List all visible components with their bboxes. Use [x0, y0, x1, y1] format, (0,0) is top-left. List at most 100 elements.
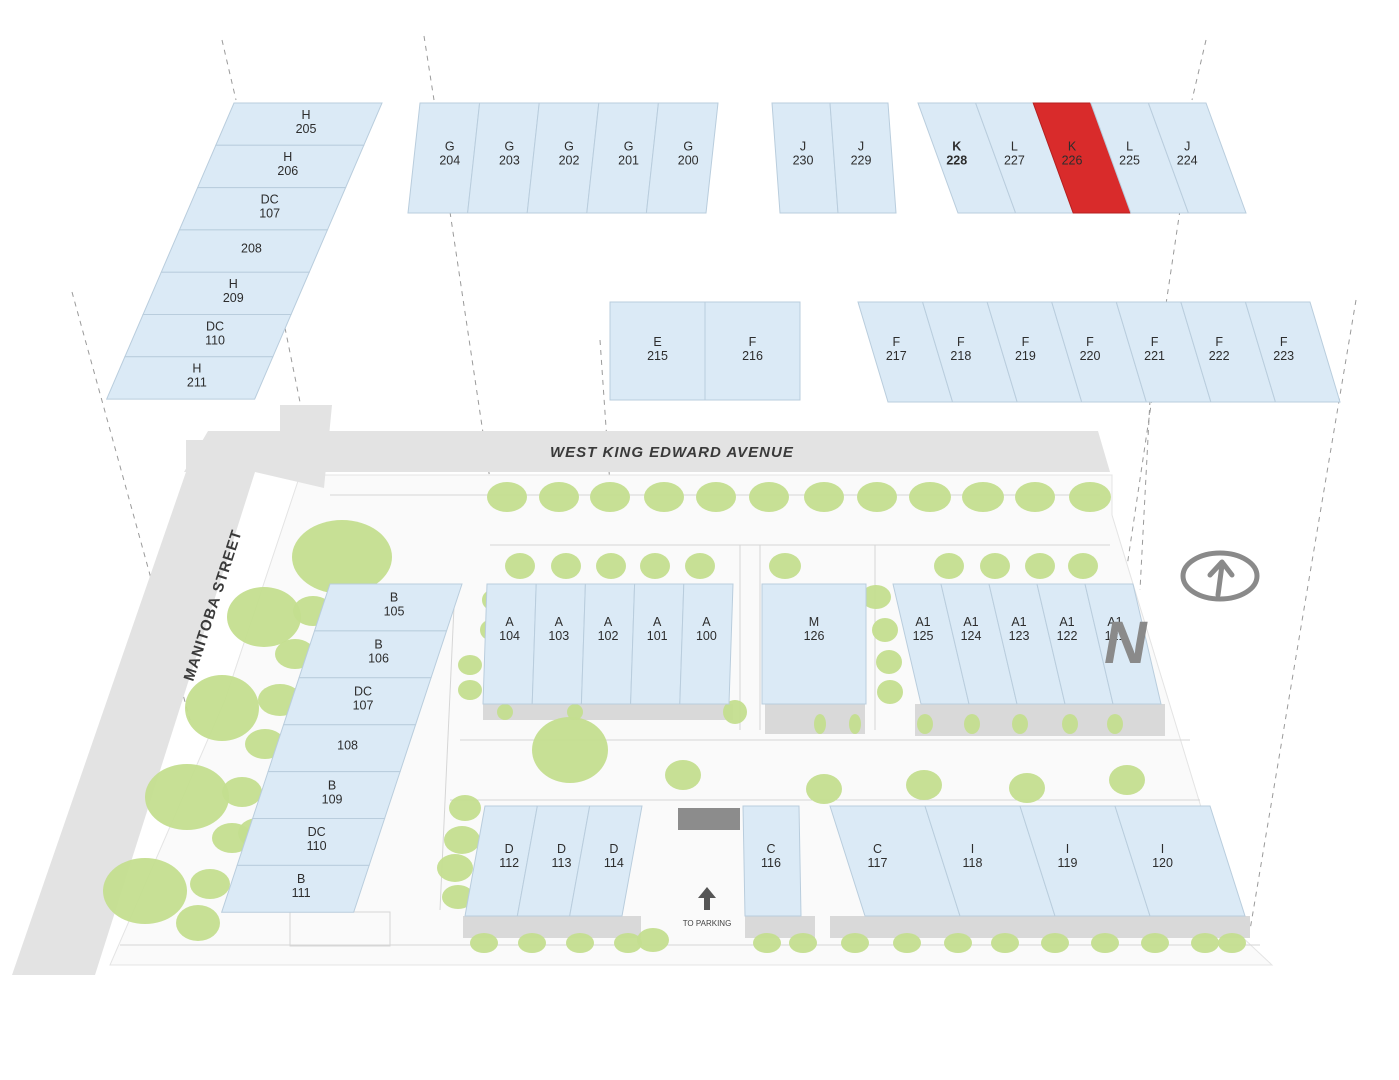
unit-a-104[interactable] — [482, 583, 537, 705]
tree — [841, 933, 869, 953]
tree — [749, 482, 789, 512]
unit-dc-110[interactable] — [124, 314, 292, 358]
to-parking-marker: TO PARKING — [683, 887, 732, 928]
tree — [876, 650, 902, 674]
unit-a-103[interactable] — [531, 583, 586, 705]
tree — [590, 482, 630, 512]
tree — [551, 553, 581, 579]
tree — [804, 482, 844, 512]
unit-g-202[interactable] — [526, 102, 600, 214]
tree — [103, 858, 187, 924]
unit-h-206[interactable] — [196, 144, 365, 189]
unit-e-215[interactable] — [609, 301, 706, 401]
up-arrow-icon — [698, 887, 716, 910]
tree — [176, 905, 220, 941]
tree — [1091, 933, 1119, 953]
tree — [190, 869, 230, 899]
unit-b-105[interactable] — [313, 583, 463, 632]
unit-a-101[interactable] — [630, 583, 685, 705]
tree — [185, 675, 259, 741]
unit-dc-107[interactable] — [178, 187, 347, 231]
tree — [665, 760, 701, 790]
tree — [1009, 773, 1045, 803]
tree — [769, 553, 801, 579]
tree — [614, 933, 642, 953]
tree — [566, 933, 594, 953]
garage-strips — [463, 704, 1250, 938]
unit-208[interactable] — [160, 229, 329, 273]
unit-dc-107[interactable] — [282, 677, 432, 726]
tree — [212, 823, 252, 853]
tree — [1141, 933, 1169, 953]
unit-h-205[interactable] — [215, 102, 383, 146]
unit-g-201[interactable] — [586, 102, 659, 214]
tree — [444, 826, 480, 854]
unit-108[interactable] — [267, 724, 417, 773]
unit-h-209[interactable] — [142, 271, 311, 315]
tree — [518, 933, 546, 953]
unit-b-111[interactable] — [220, 864, 370, 913]
tree — [437, 854, 473, 882]
unit-g-200[interactable] — [645, 102, 719, 214]
unit-b-106[interactable] — [298, 630, 448, 679]
tree — [814, 714, 826, 734]
tree — [539, 482, 579, 512]
tree — [596, 553, 626, 579]
unit-a-102[interactable] — [580, 583, 636, 705]
tree — [1068, 553, 1098, 579]
unit-dc-110[interactable] — [236, 818, 386, 866]
tree — [723, 700, 747, 724]
unit-b-109[interactable] — [251, 771, 401, 819]
tree — [906, 770, 942, 800]
tree — [685, 553, 715, 579]
tree — [470, 933, 498, 953]
tree — [1062, 714, 1078, 734]
unit-j-230[interactable] — [771, 102, 839, 214]
tree — [789, 933, 817, 953]
tree — [872, 618, 898, 642]
to-parking-label: TO PARKING — [683, 919, 732, 928]
tree — [505, 553, 535, 579]
tree — [857, 482, 897, 512]
tree — [567, 704, 583, 720]
unit-a1-121[interactable] — [1084, 583, 1162, 705]
tree — [1025, 553, 1055, 579]
tree — [644, 482, 684, 512]
tree — [449, 795, 481, 821]
tree — [1069, 482, 1111, 512]
unit-j-229[interactable] — [829, 102, 897, 214]
tree — [944, 933, 972, 953]
tree — [893, 933, 921, 953]
unit-i-120[interactable] — [1114, 805, 1246, 917]
tree — [909, 482, 951, 512]
tree — [458, 680, 482, 700]
tree — [849, 714, 861, 734]
tree — [222, 777, 262, 807]
unit-f-216[interactable] — [704, 301, 801, 401]
roads — [12, 405, 1110, 975]
unit-g-203[interactable] — [467, 102, 540, 214]
unit-c-116[interactable] — [742, 805, 802, 917]
tree — [1041, 933, 1069, 953]
unit-a-100[interactable] — [679, 583, 734, 705]
unit-g-204[interactable] — [407, 102, 481, 214]
unit-f-223[interactable] — [1244, 301, 1341, 403]
unit-m-126[interactable] — [761, 583, 867, 705]
west-king-edward-road — [184, 431, 1110, 472]
unit-d-114[interactable] — [569, 805, 643, 917]
tree — [877, 680, 903, 704]
tree — [292, 520, 392, 594]
tree — [458, 655, 482, 675]
unit-h-211[interactable] — [105, 356, 274, 400]
tree — [934, 553, 964, 579]
tree — [532, 717, 608, 783]
unit-j-224[interactable] — [1147, 102, 1247, 214]
tree — [861, 585, 891, 609]
tree — [637, 928, 669, 952]
tree — [1012, 714, 1028, 734]
tree — [806, 774, 842, 804]
tree — [917, 714, 933, 734]
tree — [442, 885, 474, 909]
tree — [1109, 765, 1145, 795]
